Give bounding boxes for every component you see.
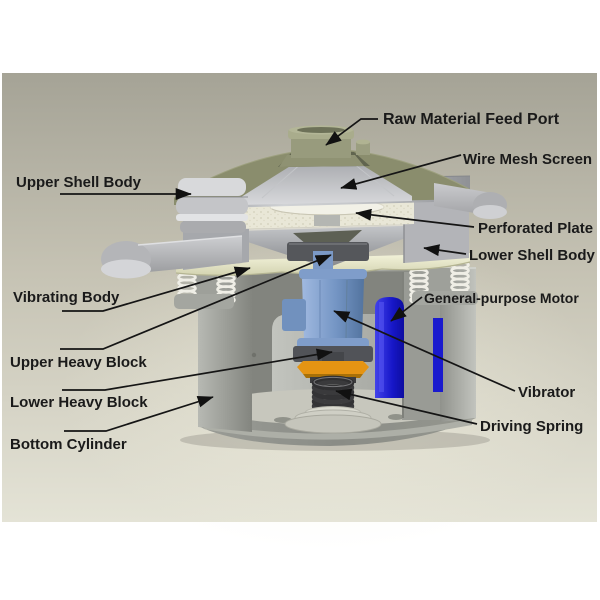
leader-driving-spring xyxy=(335,388,478,425)
right-discharge-spout xyxy=(434,183,507,219)
general-purpose-motor-part xyxy=(375,297,443,398)
label-wire-mesh-screen: Wire Mesh Screen xyxy=(463,151,592,168)
leader-general-purpose-motor xyxy=(390,296,423,322)
junction-box xyxy=(282,299,306,331)
label-perforated-plate: Perforated Plate xyxy=(478,220,593,237)
label-upper-heavy-block: Upper Heavy Block xyxy=(10,354,147,371)
label-raw-material-feed-port: Raw Material Feed Port xyxy=(383,111,560,128)
label-general-purpose-motor: General-purpose Motor xyxy=(424,290,579,306)
leader-perforated-plate xyxy=(355,208,475,228)
label-vibrating-body: Vibrating Body xyxy=(13,289,120,306)
vibrator-part xyxy=(282,269,369,350)
left-discharge-spout xyxy=(101,235,243,279)
orange-flange xyxy=(297,361,369,378)
clamp-rings xyxy=(176,178,248,233)
vibrator-assembly xyxy=(282,242,382,434)
leader-lower-heavy-block xyxy=(62,348,333,391)
label-lower-shell-body: Lower Shell Body xyxy=(469,247,596,264)
leader-vibrator xyxy=(333,310,516,392)
label-bottom-cylinder: Bottom Cylinder xyxy=(10,436,127,453)
label-vibrator: Vibrator xyxy=(518,384,575,401)
label-lower-heavy-block: Lower Heavy Block xyxy=(10,394,148,411)
leader-wire-mesh-screen xyxy=(340,154,462,190)
leader-lower-shell-body xyxy=(423,244,467,257)
leader-bottom-cylinder xyxy=(64,395,214,432)
side-feed-stub xyxy=(356,142,370,155)
leader-raw-material-feed-port xyxy=(325,118,378,146)
label-upper-shell-body: Upper Shell Body xyxy=(16,174,142,191)
leader-vibrating-body xyxy=(62,266,251,312)
suspension-springs xyxy=(174,260,478,309)
base-discs xyxy=(284,406,382,434)
label-driving-spring: Driving Spring xyxy=(480,418,583,435)
leader-upper-heavy-block xyxy=(60,254,332,350)
